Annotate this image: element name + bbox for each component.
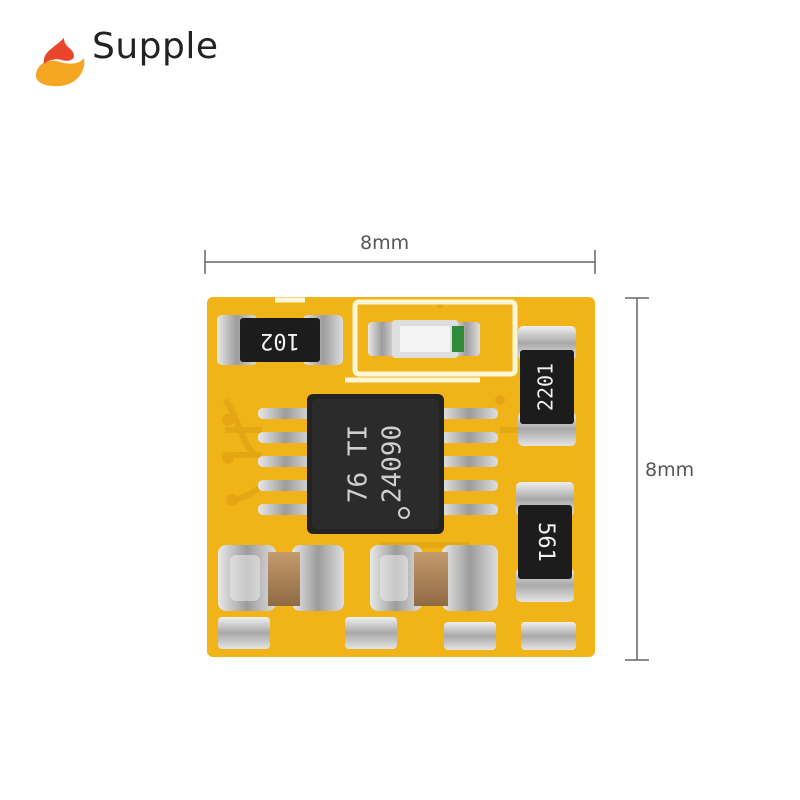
silkscreen	[275, 297, 518, 383]
resistor-2201	[518, 326, 576, 446]
resistor-102-marking: 102	[260, 328, 300, 353]
ic-marking-line-2: 24090	[378, 425, 408, 503]
capacitor-left	[218, 545, 344, 611]
height-label: 8mm	[645, 459, 695, 481]
led	[368, 320, 480, 358]
resistor-102	[217, 315, 343, 365]
brand-logo	[36, 38, 85, 87]
ic-pin1-dot	[398, 507, 410, 519]
brand-name: Supple	[92, 26, 219, 67]
bottom-pads	[218, 617, 576, 650]
resistor-561-marking: 561	[533, 522, 558, 562]
width-dimension-line	[204, 250, 596, 274]
ic-marking-line-1: 76 TI	[344, 425, 374, 503]
width-label: 8mm	[360, 232, 410, 254]
via-pads	[222, 395, 505, 506]
flame-bowl-icon	[36, 38, 85, 87]
resistor-2201-marking: 2201	[534, 363, 558, 411]
ic-pins-left	[258, 408, 313, 515]
ic-pins-right	[440, 408, 498, 515]
capacitor-right	[370, 545, 498, 611]
resistor-561	[516, 482, 574, 602]
height-dimension-line	[625, 297, 649, 661]
